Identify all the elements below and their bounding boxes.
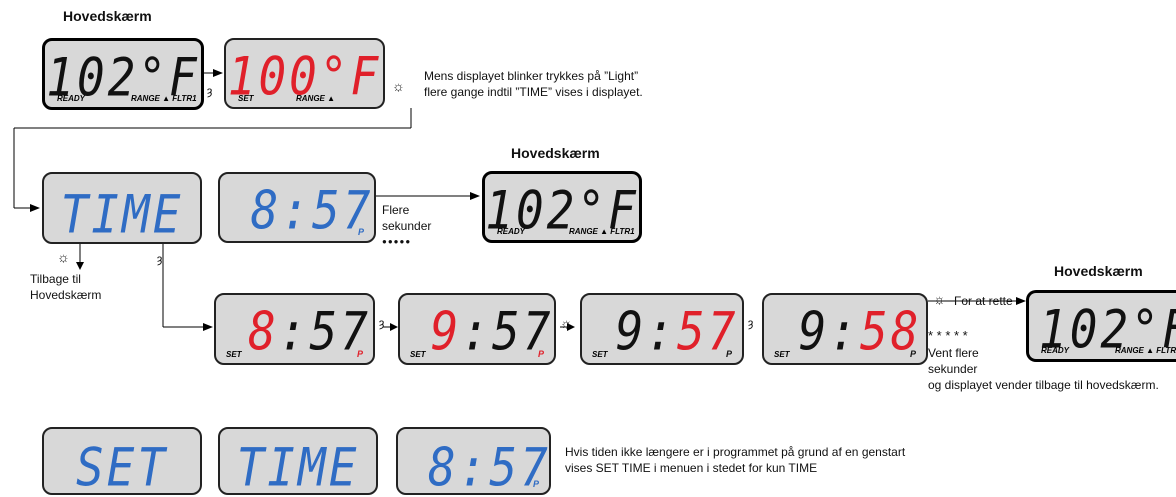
label-set: SET (226, 350, 242, 359)
label-ready: READY (497, 227, 526, 236)
label-set: SET (410, 350, 426, 359)
thermometer-icon: ȝ (207, 84, 213, 98)
note-flere-sekunder: Flere sekunder (382, 202, 431, 234)
label-range-filter: RANGE ▲ FLTR1 (131, 94, 197, 103)
note-for-at-rette: For at rette (954, 294, 1013, 308)
note-line: Mens displayet blinker trykkes på ”Light… (424, 69, 639, 83)
display-857-bottom: 8:57 P (396, 427, 551, 495)
display-set-857: 8:57 SET P (214, 293, 375, 365)
stars-indicator: * * * * * (928, 328, 968, 343)
label-p: P (532, 479, 539, 489)
display-digits: SET (75, 436, 169, 495)
title-main-screen-1: Hovedskærm (63, 8, 152, 24)
display-digits: 100°F (227, 45, 382, 108)
display-digits: TIME (60, 183, 184, 244)
colon: : (646, 300, 677, 363)
hour-digit: 9 (798, 300, 830, 363)
light-icon: ☼ (560, 315, 573, 331)
display-digits: 9:57 (430, 299, 554, 363)
dots-indicator: ●●●●● (382, 237, 412, 246)
label-set: SET (592, 350, 608, 359)
hour-digit: 9 (430, 300, 462, 363)
note-light-press: Mens displayet blinker trykkes på ”Light… (424, 68, 643, 100)
label-set: SET (238, 94, 254, 103)
display-digits: 102°F (46, 46, 200, 109)
note-line: vises SET TIME i menuen i stedet for kun… (565, 461, 818, 475)
display-digits: 9:58 (794, 299, 926, 363)
label-range-filter: RANGE ▲ FLTR1 (1115, 346, 1176, 355)
display-set-957-minutes: 9:57 SET P (580, 293, 744, 365)
note-bottom: Hvis tiden ikke længere er i programmet … (565, 444, 905, 476)
note-vent: Vent flere sekunder og displayet vender … (928, 345, 1159, 393)
note-line: Tilbage til (30, 272, 81, 286)
display-set-958: 9:58 SET P (762, 293, 928, 365)
display-digits: 8:57 (246, 299, 373, 363)
label-ready: READY (57, 94, 86, 103)
minute-digits: 57 (492, 300, 554, 363)
minute-digits: 58 (860, 300, 922, 363)
display-digits: 8:57 (250, 179, 374, 242)
light-icon: ☼ (933, 291, 946, 307)
thermometer-icon: ȝ (379, 316, 385, 330)
note-line: og displayet vender tilbage til hovedskæ… (928, 378, 1159, 392)
note-line: sekunder (928, 362, 978, 376)
note-line: sekunder (382, 219, 432, 233)
minute-digits: 57 (309, 300, 371, 363)
thermometer-icon: ȝ (157, 252, 163, 266)
hour-digit: 9 (615, 300, 647, 363)
display-digits: 9:57 (612, 299, 742, 363)
colon: : (278, 300, 310, 363)
title-main-screen-3: Hovedskærm (1054, 263, 1143, 279)
display-main-102f-3: 102°F READY RANGE ▲ FLTR1 (1026, 290, 1176, 362)
light-icon: ☼ (57, 249, 70, 265)
note-line: Hovedskærm (30, 288, 102, 302)
display-set: SET (42, 427, 202, 495)
colon: : (461, 300, 492, 363)
note-line: Vent flere (928, 346, 979, 360)
label-p: P (537, 349, 544, 359)
label-range: RANGE ▲ (296, 94, 336, 103)
note-line: Flere (382, 203, 410, 217)
note-line: flere gange indtil ”TIME” vises i displa… (424, 85, 643, 99)
display-digits: 102°F (485, 179, 639, 242)
display-time-bottom: TIME (218, 427, 378, 495)
label-ready: READY (1041, 346, 1070, 355)
minute-digits: 57 (677, 300, 739, 363)
display-set-957: 9:57 SET P (398, 293, 556, 365)
display-main-102f: 102°F READY RANGE ▲ FLTR1 (42, 38, 204, 110)
display-set-100f: 100°F SET RANGE ▲ (224, 38, 385, 109)
label-set: SET (774, 350, 790, 359)
title-main-screen-2: Hovedskærm (511, 145, 600, 161)
display-digits: 102°F (1039, 298, 1176, 361)
colon: : (829, 300, 860, 363)
label-range-filter: RANGE ▲ FLTR1 (569, 227, 635, 236)
display-digits: TIME (236, 436, 360, 495)
display-time: TIME (42, 172, 202, 244)
label-p: P (725, 349, 732, 359)
display-time-857: 8:57 P (218, 172, 376, 243)
display-main-102f-2: 102°F READY RANGE ▲ FLTR1 (482, 171, 642, 243)
label-p: P (909, 349, 916, 359)
note-line: Hvis tiden ikke længere er i programmet … (565, 445, 906, 459)
hour-digit: 8 (248, 300, 279, 363)
display-digits: 8:57 (428, 436, 551, 495)
light-icon: ☼ (392, 78, 405, 94)
thermometer-icon: ȝ (748, 316, 754, 330)
label-p: P (356, 349, 363, 359)
label-p: P (357, 227, 364, 237)
note-tilbage: Tilbage til Hovedskærm (30, 271, 101, 303)
